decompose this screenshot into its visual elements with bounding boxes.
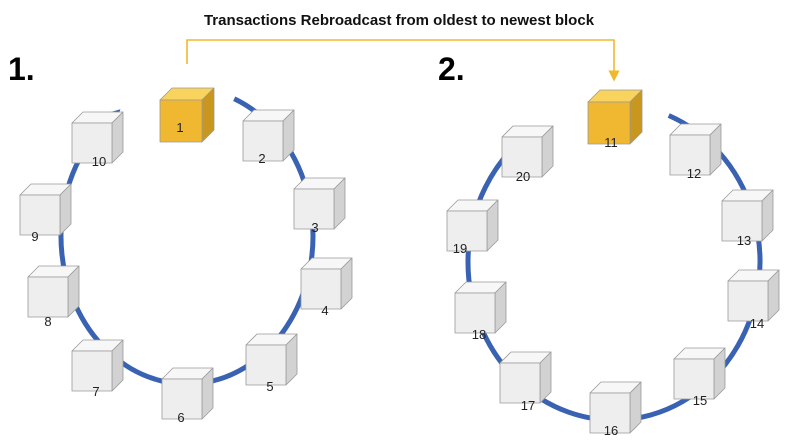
block-label: 19 (453, 241, 467, 256)
block-label: 18 (472, 327, 486, 342)
block-label: 2 (258, 151, 265, 166)
block-cube (499, 351, 552, 404)
block-cube (669, 123, 722, 176)
block-label: 10 (92, 154, 106, 169)
block-cube (589, 381, 642, 434)
cube-front-face (27, 276, 69, 318)
block-cube (454, 281, 507, 334)
cube-front-face (727, 280, 769, 322)
cube-front-face (669, 134, 711, 176)
block-cube (446, 199, 499, 252)
cube-front-face (161, 378, 203, 420)
block-cube (300, 257, 353, 310)
block-label: 1 (176, 120, 183, 135)
block-label: 17 (521, 398, 535, 413)
ring-1: 1 2 3 4 5 6 7 8 9 10 (19, 87, 353, 425)
block-cube (161, 367, 214, 420)
block-label: 3 (311, 220, 318, 235)
cube-front-face (454, 292, 496, 334)
cube-front-face (499, 362, 541, 404)
block-cube (727, 269, 780, 322)
block-cube (19, 183, 72, 236)
block-label: 20 (516, 169, 530, 184)
cube-front-face (71, 350, 113, 392)
block-cube (293, 177, 346, 230)
block-cube (721, 189, 774, 242)
cube-front-face (19, 194, 61, 236)
ring-2-label: 2. (438, 51, 465, 87)
cube-front-face (587, 101, 631, 145)
ring-1-label: 1. (8, 51, 35, 87)
cube-front-face (589, 392, 631, 434)
block-cube (71, 339, 124, 392)
block-label: 12 (687, 166, 701, 181)
cube-front-face (159, 99, 203, 143)
block-label: 9 (31, 229, 38, 244)
cube-front-face (293, 188, 335, 230)
block-label: 4 (321, 303, 328, 318)
block-cube (71, 111, 124, 164)
block-label: 7 (92, 384, 99, 399)
block-label: 5 (266, 379, 273, 394)
cube-front-face (501, 136, 543, 178)
block-label: 15 (693, 393, 707, 408)
cube-front-face (300, 268, 342, 310)
block-cube (587, 89, 643, 145)
block-cube (159, 87, 215, 143)
cube-front-face (446, 210, 488, 252)
block-cube (27, 265, 80, 318)
diagram-title: Transactions Rebroadcast from oldest to … (204, 12, 595, 29)
block-label: 6 (177, 410, 184, 425)
block-label: 14 (750, 316, 764, 331)
cube-front-face (673, 358, 715, 400)
block-label: 16 (604, 423, 618, 438)
block-cube (242, 109, 295, 162)
rebroadcast-connector-arrow (186, 39, 620, 82)
block-label: 11 (604, 135, 618, 150)
ring-2: 11 12 13 14 15 16 17 18 19 20 (446, 89, 780, 438)
cube-front-face (721, 200, 763, 242)
block-cube (673, 347, 726, 400)
block-cube (501, 125, 554, 178)
cube-front-face (71, 122, 113, 164)
cube-front-face (242, 120, 284, 162)
block-label: 13 (737, 233, 751, 248)
block-cube (245, 333, 298, 386)
block-label: 8 (44, 314, 51, 329)
cube-front-face (245, 344, 287, 386)
